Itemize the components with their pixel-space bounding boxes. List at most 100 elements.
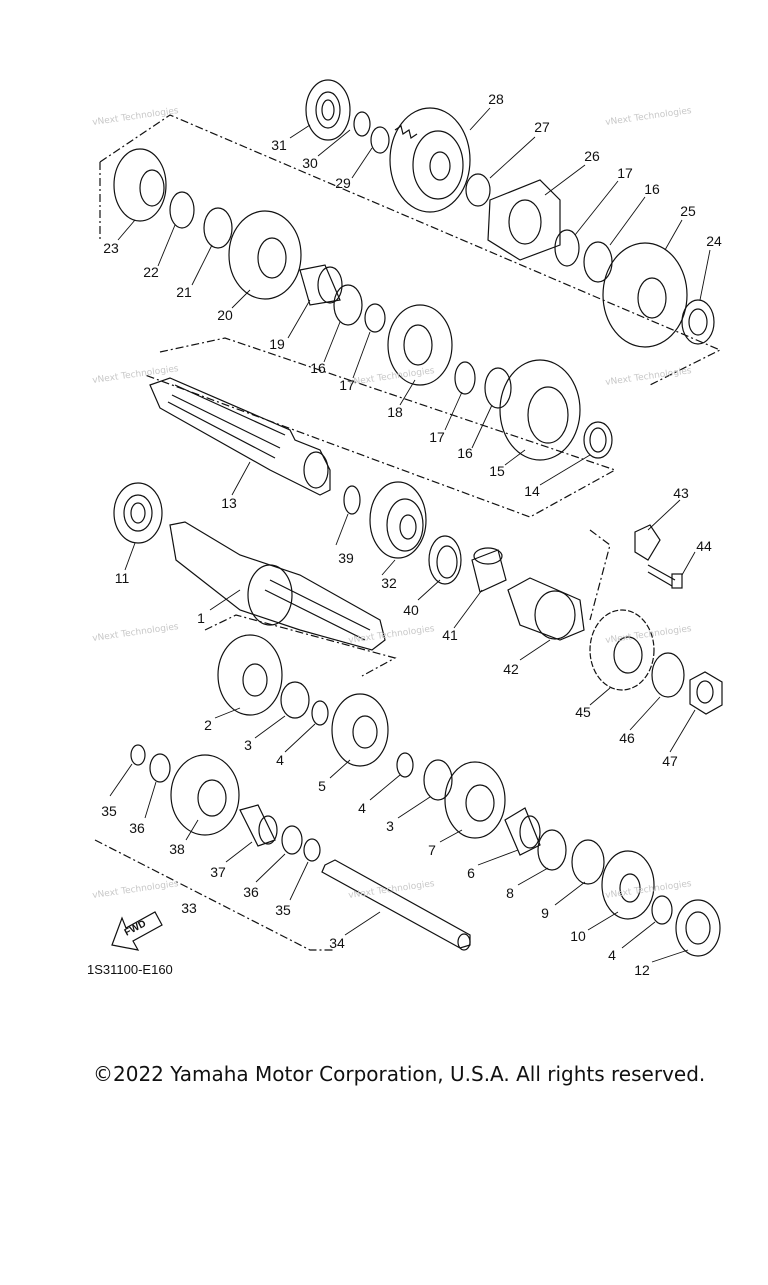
oring-39: [343, 485, 361, 515]
gear-25: [602, 242, 688, 348]
callout-label[interactable]: 6: [467, 865, 475, 881]
washer-36-upper: [149, 753, 171, 783]
callout-label[interactable]: 12: [634, 962, 650, 978]
bearing-31: [305, 79, 351, 141]
circlip-35-upper: [130, 744, 146, 766]
callout-label[interactable]: 16: [457, 445, 473, 461]
gear-20: [228, 210, 302, 300]
callout-label[interactable]: 36: [129, 820, 145, 836]
circlip-4-mid: [396, 752, 414, 778]
callout-label[interactable]: 20: [217, 307, 233, 323]
bearing-12: [675, 899, 721, 957]
washer-16-mid: [333, 284, 363, 326]
washer-3-mid: [423, 759, 453, 801]
callout-label[interactable]: 35: [275, 902, 291, 918]
callout-label[interactable]: 8: [506, 885, 514, 901]
callout-label[interactable]: 30: [302, 155, 318, 171]
callout-label[interactable]: 38: [169, 841, 185, 857]
callout-label[interactable]: 24: [706, 233, 722, 249]
gear-23: [113, 148, 167, 222]
callout-label[interactable]: 34: [329, 935, 345, 951]
callout-label[interactable]: 23: [103, 240, 119, 256]
callout-label[interactable]: 39: [338, 550, 354, 566]
callout-label[interactable]: 21: [176, 284, 192, 300]
circlip-17-top: [554, 229, 580, 267]
callout-label[interactable]: 10: [570, 928, 586, 944]
leader-lines: [109, 107, 711, 963]
gear-5: [331, 693, 389, 767]
gear-15: [499, 359, 581, 461]
callout-label[interactable]: 4: [358, 800, 366, 816]
callout-label[interactable]: 40: [403, 602, 419, 618]
callout-label[interactable]: 16: [310, 360, 326, 376]
collar-41: [471, 547, 507, 593]
callout-label[interactable]: 14: [524, 483, 540, 499]
circlip-4-low: [651, 895, 673, 925]
callout-label[interactable]: 11: [114, 570, 130, 586]
forward-arrow-icon: [111, 911, 163, 951]
washer-29: [370, 126, 390, 154]
washer-46: [651, 652, 685, 698]
callout-label[interactable]: 15: [489, 463, 505, 479]
callout-label[interactable]: 36: [243, 884, 259, 900]
callout-label[interactable]: 18: [387, 404, 403, 420]
circlip-30: [353, 111, 371, 137]
callout-label[interactable]: 22: [143, 264, 159, 280]
guide-43: [634, 524, 661, 561]
drawing-code: 1S31100-E160: [87, 962, 173, 977]
callout-label[interactable]: 1: [197, 610, 205, 626]
shaft-13: [149, 377, 331, 496]
callout-label[interactable]: 41: [442, 627, 458, 643]
washer-9: [571, 839, 605, 885]
callout-label[interactable]: 28: [488, 91, 504, 107]
callout-label[interactable]: 13: [221, 495, 237, 511]
bolt-44: [647, 564, 683, 589]
callout-label[interactable]: 9: [541, 905, 549, 921]
callout-label[interactable]: 3: [386, 818, 394, 834]
gear-38: [170, 754, 240, 836]
gear-2: [217, 634, 283, 716]
callout-label[interactable]: 35: [101, 803, 117, 819]
callout-label[interactable]: 19: [269, 336, 285, 352]
group-outline: [94, 114, 722, 951]
callout-label[interactable]: 29: [335, 175, 351, 191]
callout-label[interactable]: 3: [244, 737, 252, 753]
washer-3-upper: [280, 681, 310, 719]
seal-40: [428, 535, 462, 585]
callout-label[interactable]: 46: [619, 730, 635, 746]
callout-label[interactable]: 25: [680, 203, 696, 219]
bearing-11: [113, 482, 163, 544]
shaft-1: [169, 521, 386, 651]
gear-10: [601, 850, 655, 920]
callout-label[interactable]: 17: [617, 165, 633, 181]
callout-label[interactable]: 37: [210, 864, 226, 880]
copyright-notice: ©2022 Yamaha Motor Corporation, U.S.A. A…: [93, 1062, 706, 1086]
callout-label[interactable]: 16: [644, 181, 660, 197]
callout-label[interactable]: 43: [673, 485, 689, 501]
gear-28: [389, 107, 471, 213]
callout-label[interactable]: 44: [696, 538, 712, 554]
bearing-32: [369, 481, 427, 559]
callout-label[interactable]: 7: [428, 842, 436, 858]
callout-label[interactable]: 17: [429, 429, 445, 445]
callout-label[interactable]: 26: [584, 148, 600, 164]
callout-label[interactable]: 32: [381, 575, 397, 591]
collar-14: [583, 421, 613, 459]
callout-label[interactable]: 42: [503, 661, 519, 677]
callout-label[interactable]: 5: [318, 778, 326, 794]
gear-26: [487, 179, 561, 261]
collar-27: [465, 173, 491, 207]
shaft-34: [321, 859, 471, 951]
callout-label[interactable]: 31: [271, 137, 287, 153]
callout-label[interactable]: 33: [181, 900, 197, 916]
callout-label[interactable]: 27: [534, 119, 550, 135]
callout-label[interactable]: 4: [608, 947, 616, 963]
callout-label[interactable]: 17: [339, 377, 355, 393]
callout-label[interactable]: 4: [276, 752, 284, 768]
callout-label[interactable]: 47: [662, 753, 678, 769]
washer-22: [169, 191, 195, 229]
callout-label[interactable]: 2: [204, 717, 212, 733]
callout-label[interactable]: 45: [575, 704, 591, 720]
bearing-19: [299, 264, 343, 306]
